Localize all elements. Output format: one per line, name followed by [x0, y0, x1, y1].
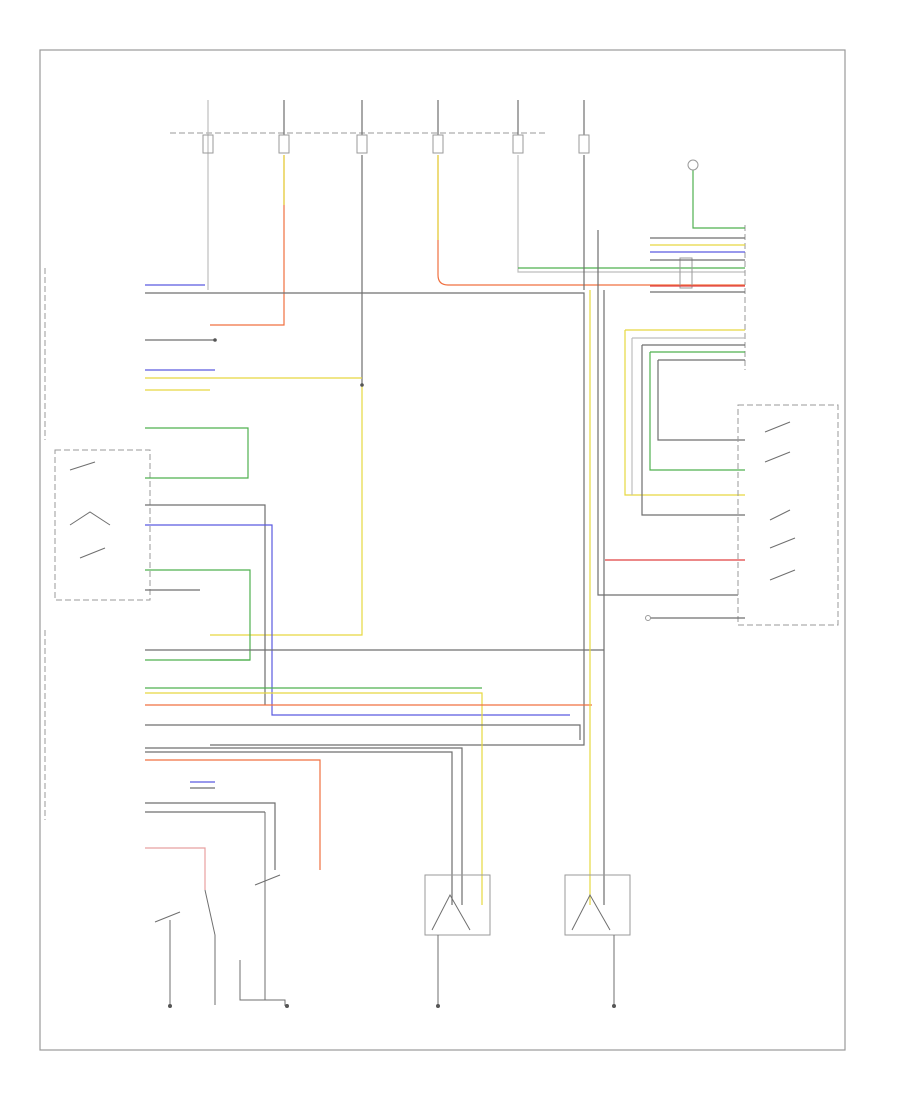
ground-bottom-mid — [285, 1004, 289, 1008]
left-lock-actuator — [424, 874, 491, 936]
wire-gray-passenger-4 — [145, 751, 453, 905]
fuse-column-4 — [432, 100, 444, 154]
switch-contact-2 — [69, 511, 111, 526]
wire-pink-bottom-left — [145, 847, 206, 890]
wire-gray-switch-vertical — [145, 504, 266, 705]
right-switch-contact-3 — [769, 509, 791, 521]
wire-gray-right-module-loop — [597, 230, 738, 596]
switch-contact-1 — [69, 461, 96, 471]
splice-dot-2 — [213, 338, 217, 342]
wire-gray-passenger-3 — [145, 747, 463, 905]
wire-yellow-fuse3-lower — [210, 385, 363, 636]
bottom-left-lead-2 — [204, 889, 216, 1005]
splice-dot-1 — [360, 383, 364, 387]
wire-blue-switch-long — [145, 524, 570, 716]
right-switch-contact-4 — [769, 537, 796, 549]
wire-orange-passenger-2 — [145, 759, 321, 870]
fuse-column-2 — [278, 100, 290, 154]
wire-green-switch-loop — [145, 427, 249, 479]
fuse-column-6 — [578, 100, 590, 154]
right-ground-point — [645, 615, 651, 621]
diagram-border — [39, 49, 846, 1051]
left-lock-actuator-motor — [431, 893, 471, 931]
wire-orange-left-feed — [210, 155, 285, 326]
right-switch-contact-2 — [764, 451, 791, 463]
wire-orange-right-feed — [437, 155, 745, 286]
wire-gray-passenger-5 — [145, 802, 276, 870]
fuse-column-5 — [512, 100, 524, 154]
left-switch-module — [54, 449, 151, 601]
ground-connector-top-right — [687, 159, 699, 171]
right-lock-actuator-motor — [571, 893, 611, 931]
bottom-mid-lead — [239, 960, 285, 1001]
wire-green-switch-2 — [145, 569, 251, 661]
ground-bottom-left — [168, 1004, 172, 1008]
fuse-column-1 — [202, 100, 214, 290]
switch-contact-3 — [79, 547, 106, 559]
fuse-column-3 — [356, 100, 368, 154]
wire-gray-fuse5 — [517, 155, 745, 273]
right-switch-contact-1 — [764, 421, 791, 433]
right-switch-module — [737, 404, 839, 626]
right-lock-module-connector — [679, 257, 693, 289]
wire-green-right-mid — [649, 352, 745, 471]
wire-yellow-passenger-1 — [145, 692, 483, 905]
wire-gray-passenger-2 — [145, 724, 581, 740]
wire-yellow-right-mid — [624, 330, 745, 496]
bottom-left-switch-contact — [154, 911, 181, 923]
right-switch-contact-5 — [769, 569, 796, 581]
bottom-mid-switch-contact — [254, 874, 281, 886]
wire-gray-right-mid-2 — [657, 360, 745, 441]
wire-gray-trunk-top — [145, 292, 585, 746]
wire-gray-right-mid — [641, 345, 745, 516]
wire-green-right-top — [692, 170, 745, 229]
ground-right-actuator — [612, 1004, 616, 1008]
right-lock-actuator — [564, 874, 631, 936]
ground-left-actuator — [436, 1004, 440, 1008]
